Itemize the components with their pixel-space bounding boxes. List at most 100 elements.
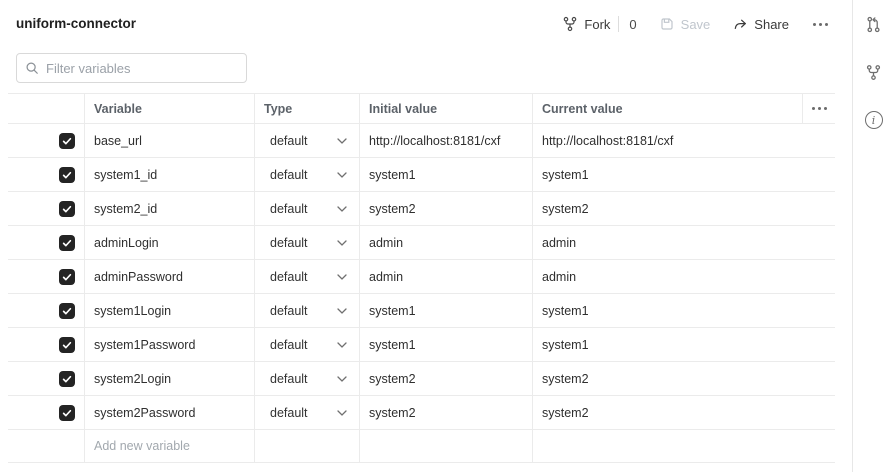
variable-name-cell[interactable]: system2Password xyxy=(85,396,255,429)
save-icon xyxy=(659,16,675,32)
row-checkbox[interactable] xyxy=(59,200,75,217)
type-select[interactable]: default xyxy=(255,124,360,157)
table-row: adminLogin default admin admin xyxy=(8,226,835,260)
info-icon: i xyxy=(864,111,883,129)
row-checkbox[interactable] xyxy=(59,234,75,251)
pull-request-button[interactable] xyxy=(860,10,888,38)
variables-table: Variable Type Initial value Current valu… xyxy=(8,93,835,463)
type-select[interactable]: default xyxy=(255,396,360,429)
row-checkbox[interactable] xyxy=(59,370,75,387)
type-value: default xyxy=(270,201,308,216)
add-new-variable-cell[interactable]: Add new variable xyxy=(85,430,255,462)
type-select[interactable]: default xyxy=(255,362,360,395)
type-select[interactable]: default xyxy=(255,328,360,361)
fork-icon xyxy=(562,16,578,32)
type-select[interactable]: default xyxy=(255,192,360,225)
type-value: default xyxy=(270,303,308,318)
more-horizontal-icon xyxy=(813,22,828,26)
initial-value-cell[interactable]: system1 xyxy=(360,294,533,327)
current-value-cell[interactable]: admin xyxy=(542,235,577,250)
type-value: default xyxy=(270,167,308,182)
page-title: uniform-connector xyxy=(16,16,136,31)
right-sidebar: i xyxy=(852,0,894,472)
fork-label: Fork xyxy=(584,16,611,32)
current-value-cell[interactable]: system2 xyxy=(542,201,589,216)
variable-name-cell[interactable]: system2Login xyxy=(85,362,255,395)
type-select[interactable]: default xyxy=(255,260,360,293)
current-value-cell[interactable]: system1 xyxy=(542,303,589,318)
table-row: adminPassword default admin admin xyxy=(8,260,835,294)
variable-name-cell[interactable]: system2_id xyxy=(85,192,255,225)
filter-box xyxy=(16,53,247,83)
variable-name-cell[interactable]: system1Login xyxy=(85,294,255,327)
variable-name-cell[interactable]: adminLogin xyxy=(85,226,255,259)
variable-name-cell[interactable]: system1_id xyxy=(85,158,255,191)
initial-value-cell[interactable]: admin xyxy=(360,226,533,259)
initial-value-cell[interactable]: http://localhost:8181/cxf xyxy=(360,124,533,157)
current-value-cell[interactable]: system1 xyxy=(542,167,589,182)
initial-value-cell[interactable]: system1 xyxy=(360,328,533,361)
row-checkbox[interactable] xyxy=(59,404,75,421)
column-header-current-value: Current value xyxy=(533,94,803,123)
type-value: default xyxy=(270,235,308,250)
chevron-down-icon xyxy=(337,205,347,212)
current-value-cell[interactable]: system1 xyxy=(542,337,589,352)
save-button[interactable]: Save xyxy=(653,12,717,36)
variable-name-cell[interactable]: adminPassword xyxy=(85,260,255,293)
chevron-down-icon xyxy=(337,307,347,314)
table-header-row: Variable Type Initial value Current valu… xyxy=(8,93,835,124)
fork-count: 0 xyxy=(629,16,637,32)
main-panel: uniform-connector Fork 0 xyxy=(0,0,852,463)
initial-value-cell[interactable]: system2 xyxy=(360,396,533,429)
type-value: default xyxy=(270,133,308,148)
filter-variables-input[interactable] xyxy=(46,60,238,76)
row-checkbox[interactable] xyxy=(59,268,75,285)
initial-value-cell[interactable]: system2 xyxy=(360,192,533,225)
type-select[interactable]: default xyxy=(255,226,360,259)
type-select[interactable]: default xyxy=(255,158,360,191)
row-checkbox[interactable] xyxy=(59,336,75,353)
row-checkbox[interactable] xyxy=(59,302,75,319)
fork-count-divider xyxy=(618,16,620,32)
empty-type-cell xyxy=(255,430,360,462)
type-value: default xyxy=(270,269,308,284)
initial-value-cell[interactable]: admin xyxy=(360,260,533,293)
type-select[interactable]: default xyxy=(255,294,360,327)
chevron-down-icon xyxy=(337,273,347,280)
info-button[interactable]: i xyxy=(860,106,888,134)
toolbar: Fork 0 Save xyxy=(556,12,836,36)
fork-rail-button[interactable] xyxy=(860,58,888,86)
fork-button[interactable]: Fork 0 xyxy=(556,12,642,36)
type-value: default xyxy=(270,337,308,352)
add-variable-row: Add new variable xyxy=(8,430,835,463)
current-value-cell[interactable]: admin xyxy=(542,269,577,284)
type-value: default xyxy=(270,405,308,420)
table-row: system1_id default system1 system1 xyxy=(8,158,835,192)
initial-value-cell[interactable]: system2 xyxy=(360,362,533,395)
empty-checkbox-cell xyxy=(8,430,85,462)
row-checkbox[interactable] xyxy=(59,132,75,149)
chevron-down-icon xyxy=(337,137,347,144)
column-header-initial-value: Initial value xyxy=(360,94,533,123)
share-button[interactable]: Share xyxy=(726,12,795,36)
variable-name-cell[interactable]: base_url xyxy=(85,124,255,157)
current-value-cell[interactable]: system2 xyxy=(542,371,589,386)
share-icon xyxy=(732,16,748,32)
column-header-variable: Variable xyxy=(85,94,255,123)
current-value-cell[interactable]: system2 xyxy=(542,405,589,420)
table-options-button[interactable] xyxy=(803,94,835,123)
variable-name-cell[interactable]: system1Password xyxy=(85,328,255,361)
empty-current-cell xyxy=(533,430,835,462)
table-row: system1Login default system1 system1 xyxy=(8,294,835,328)
table-row: system2Login default system2 system2 xyxy=(8,362,835,396)
table-row: system1Password default system1 system1 xyxy=(8,328,835,362)
current-value-cell[interactable]: http://localhost:8181/cxf xyxy=(542,133,674,148)
initial-value-cell[interactable]: system1 xyxy=(360,158,533,191)
more-actions-button[interactable] xyxy=(805,19,836,30)
share-label: Share xyxy=(754,16,789,32)
table-row: system2Password default system2 system2 xyxy=(8,396,835,430)
row-checkbox[interactable] xyxy=(59,166,75,183)
column-header-type: Type xyxy=(255,94,360,123)
page-header: uniform-connector Fork 0 xyxy=(0,0,852,48)
